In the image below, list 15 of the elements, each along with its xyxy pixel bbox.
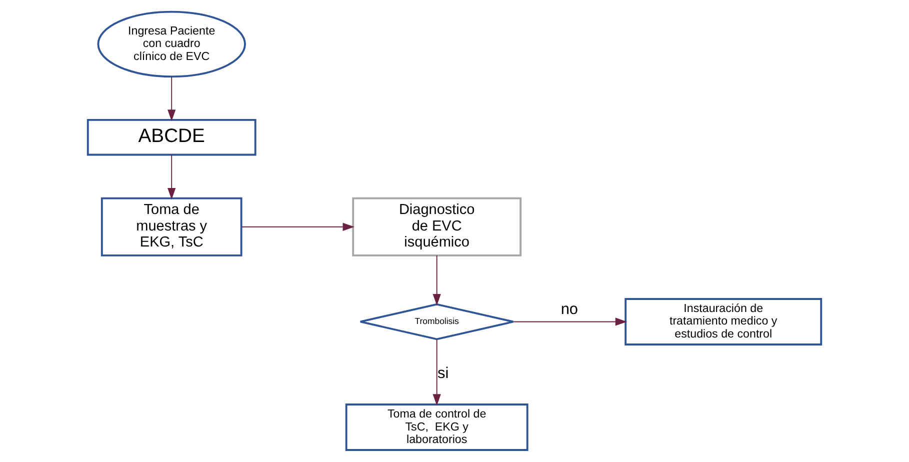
arrow [432,338,441,406]
node-box: Toma de muestras y EKG, TsC [100,197,242,256]
node-box: Instauración de tratamiento medico y estudios de control [624,298,822,346]
edge-label: no [560,300,578,318]
arrow [513,318,628,326]
node-ellipse: Ingresa Paciente con cuadro clínico de EVC [97,10,246,78]
node-box: Toma de control de TsC, EKG y laboratorios [345,404,528,451]
arrow [432,254,441,306]
node-diamond: Trombolisis [359,303,514,340]
node-box: Diagnostico de EVC isquémico [352,197,522,256]
node-box: ABCDE [86,118,256,156]
edge-label: si [438,365,449,382]
arrow [168,76,176,122]
arrow [241,222,354,231]
arrow [168,154,176,200]
